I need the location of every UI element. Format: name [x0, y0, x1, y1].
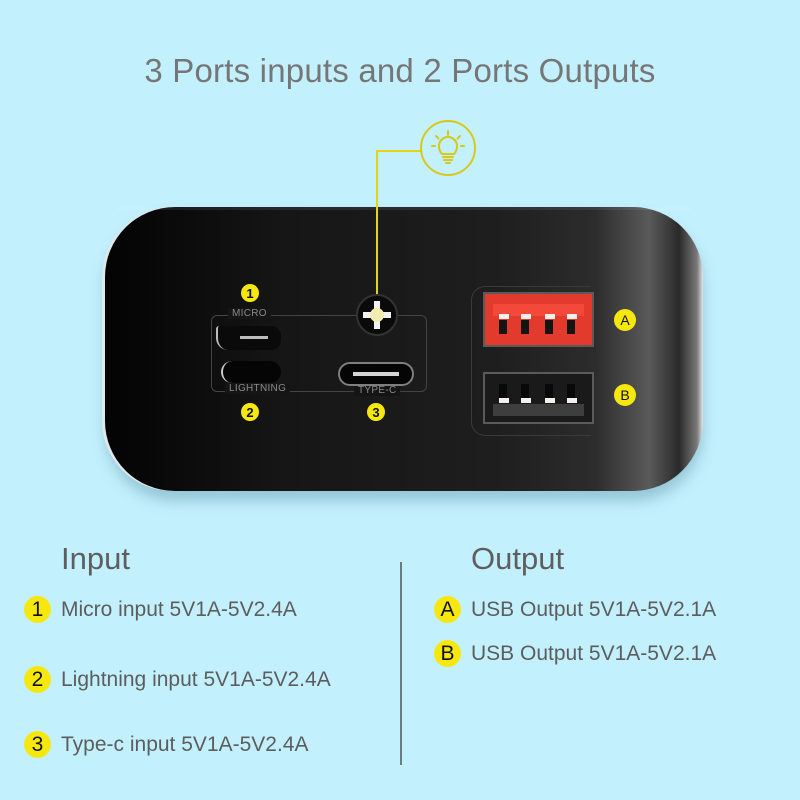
- input-badge-1: 1: [24, 596, 51, 623]
- lightbulb-icon: [420, 120, 476, 176]
- flashlight-led: [356, 294, 398, 336]
- callout-line-horizontal: [376, 150, 421, 152]
- port-badge-3: 3: [367, 403, 385, 421]
- port-badge-a: A: [614, 309, 636, 331]
- output-badge-a: A: [434, 596, 461, 623]
- input-port-frame: [211, 315, 427, 392]
- micro-usb-port: [216, 326, 281, 350]
- typec-port: [338, 362, 414, 386]
- lightning-port-label: LIGHTNING: [225, 383, 291, 394]
- typec-port-label: TYPE-C: [354, 385, 401, 396]
- input-spec-text: Lightning input 5V1A-5V2.4A: [61, 667, 331, 691]
- output-spec-text: USB Output 5V1A-5V2.1A: [471, 641, 717, 665]
- micro-port-label: MICRO: [228, 308, 271, 319]
- output-spec-text: USB Output 5V1A-5V2.1A: [471, 597, 717, 621]
- input-spec-text: Micro input 5V1A-5V2.4A: [61, 597, 297, 621]
- section-divider: [400, 562, 402, 765]
- input-heading: Input: [61, 541, 130, 576]
- input-badge-3: 3: [24, 731, 51, 758]
- output-badge-b: B: [434, 640, 461, 667]
- usb-output-a-port: [483, 292, 594, 347]
- port-badge-2: 2: [241, 403, 259, 421]
- input-spec-row: 2 Lightning input 5V1A-5V2.4A: [24, 666, 331, 693]
- power-bank: [105, 207, 703, 491]
- input-badge-2: 2: [24, 666, 51, 693]
- callout-line-vertical: [376, 150, 378, 313]
- output-heading: Output: [471, 541, 565, 576]
- port-badge-1: 1: [241, 284, 259, 302]
- output-port-frame: [471, 286, 591, 436]
- output-spec-row: A USB Output 5V1A-5V2.1A: [434, 596, 716, 623]
- usb-output-b-port: [483, 372, 594, 424]
- input-spec-row: 3 Type-c input 5V1A-5V2.4A: [24, 731, 308, 758]
- page-title: 3 Ports inputs and 2 Ports Outputs: [144, 52, 656, 89]
- input-spec-text: Type-c input 5V1A-5V2.4A: [61, 732, 309, 756]
- port-badge-b: B: [614, 384, 636, 406]
- input-spec-row: 1 Micro input 5V1A-5V2.4A: [24, 596, 297, 623]
- lightning-port: [221, 361, 281, 383]
- output-spec-row: B USB Output 5V1A-5V2.1A: [434, 640, 716, 667]
